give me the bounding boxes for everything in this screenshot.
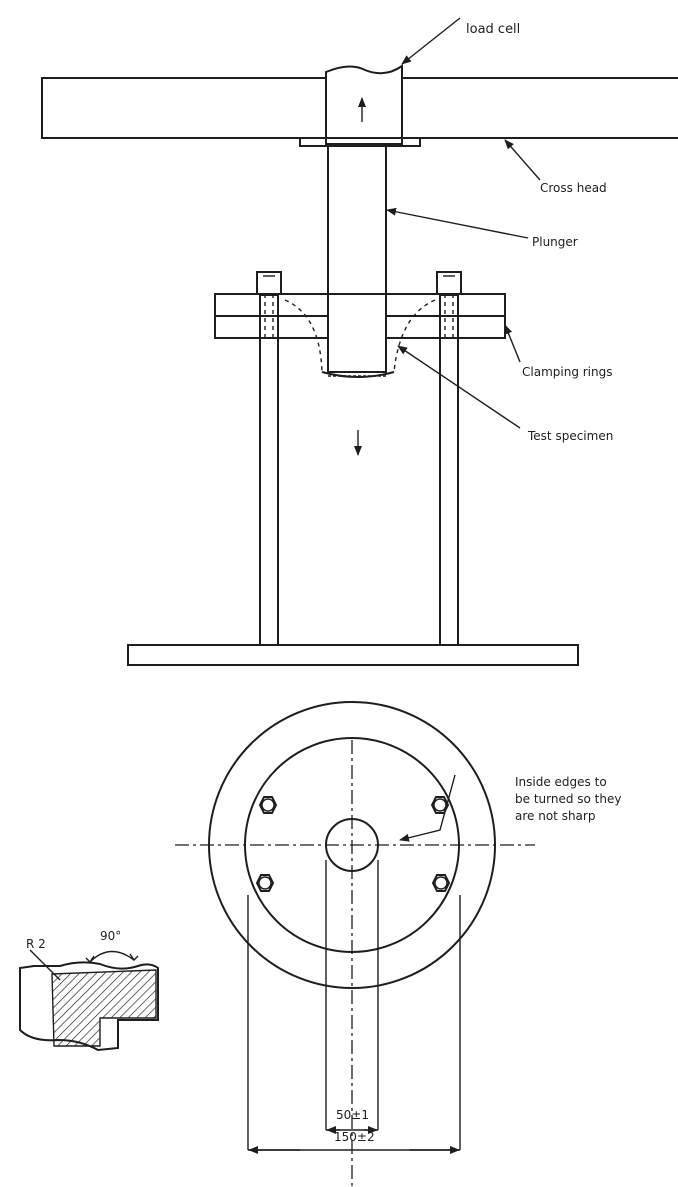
edge-detail: R 2 90° xyxy=(19,929,159,1052)
label-angle: 90° xyxy=(100,929,121,943)
label-plunger: Plunger xyxy=(532,235,578,249)
label-inside-edges-2: be turned so they xyxy=(515,792,621,806)
inner-ring xyxy=(244,737,460,953)
clamping-rings xyxy=(214,293,506,373)
tie-rod-right xyxy=(436,271,462,646)
label-cross-head: Cross head xyxy=(540,181,607,195)
plan-view: Inside edges to be turned so they are no… xyxy=(175,701,621,1187)
dim-outer: 150±2 xyxy=(334,1130,375,1144)
detail-hatch xyxy=(51,969,157,1047)
tie-rod-left xyxy=(256,271,282,646)
label-clamping-rings: Clamping rings xyxy=(522,365,613,379)
label-inside-edges-3: are not sharp xyxy=(515,809,595,823)
elevation-view: load cell Cross head Plunger Clamping ri… xyxy=(41,17,678,666)
dim-inner: 50±1 xyxy=(336,1108,369,1122)
outer-ring xyxy=(208,701,496,989)
label-inside-edges-1: Inside edges to xyxy=(515,775,607,789)
load-cell xyxy=(325,64,403,145)
label-radius: R 2 xyxy=(26,937,46,951)
label-load-cell: load cell xyxy=(466,22,520,37)
label-test-specimen: Test specimen xyxy=(527,429,613,443)
test-specimen xyxy=(321,371,395,378)
base-plate xyxy=(127,644,579,666)
bolt-holes xyxy=(255,796,451,892)
plunger-hole xyxy=(325,818,379,872)
